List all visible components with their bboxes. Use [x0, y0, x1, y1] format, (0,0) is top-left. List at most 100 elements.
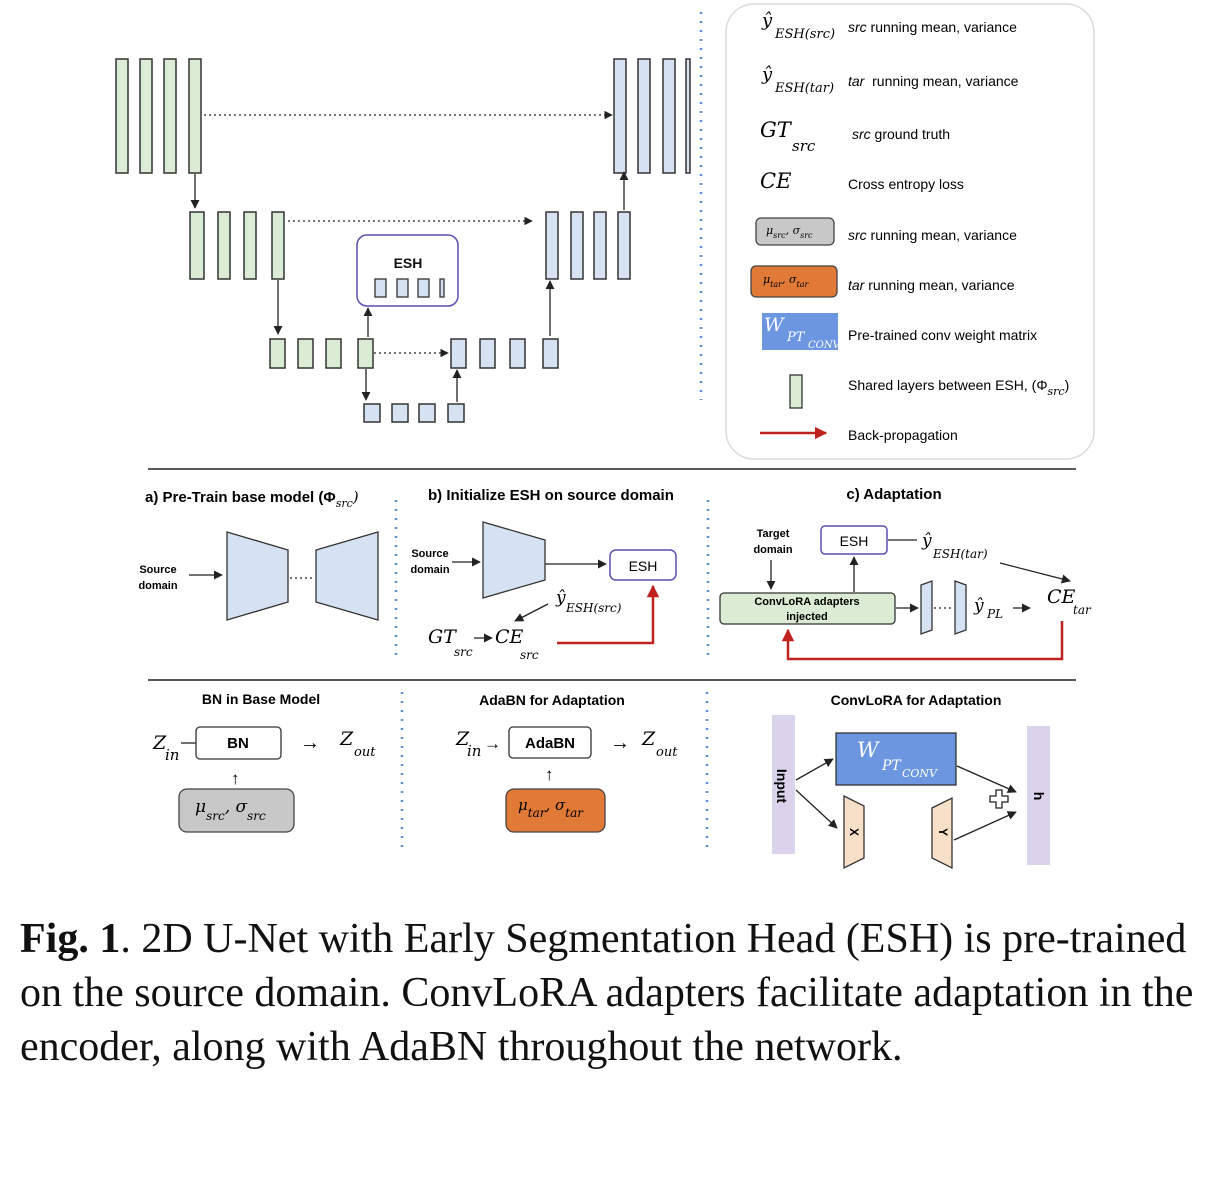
- svg-text:↑: ↑: [545, 765, 554, 784]
- adabn-box: [508, 726, 592, 759]
- panel-a-source-label-2: domain: [138, 580, 177, 592]
- svg-text:ConvLoRA adapters: ConvLoRA adapters: [754, 596, 859, 608]
- svg-text:↑: ↑: [231, 769, 240, 788]
- svg-text:tar running mean, variance: tar running mean, variance: [848, 73, 1019, 89]
- svg-text:→: →: [610, 732, 630, 754]
- legend: ŷ ESH(src) src running mean, variance ŷ …: [725, 3, 1095, 460]
- legend-row-shared-layers: Shared layers between ESH, (Φsrc): [789, 374, 1069, 409]
- svg-text:ESH(src): ESH(src): [774, 27, 835, 42]
- shared-layer-swatch: [789, 374, 803, 409]
- svg-text:CE: CE: [1047, 586, 1076, 608]
- svg-text:h: h: [1031, 792, 1047, 801]
- panel-b: b) Initialize ESH on source domain Sourc…: [410, 487, 677, 662]
- svg-text:Cross entropy loss: Cross entropy loss: [848, 176, 964, 192]
- svg-text:PL: PL: [986, 607, 1003, 621]
- svg-text:Back-propagation: Back-propagation: [848, 427, 958, 443]
- legend-row-gt-src: GT src src ground truth: [760, 118, 950, 155]
- tar-stats-swatch: [750, 265, 838, 298]
- encoder-level-1: [115, 58, 202, 174]
- svg-text:in: in: [165, 746, 179, 764]
- svg-text:ŷ: ŷ: [921, 531, 932, 551]
- svg-text:CE: CE: [760, 169, 791, 193]
- input-bar: [772, 715, 795, 854]
- svg-text:Z: Z: [339, 728, 354, 750]
- encoder-trapezoid: [226, 531, 289, 621]
- output-h-bar: [1027, 726, 1050, 865]
- decoder-level-1: [613, 58, 691, 174]
- svg-text:Source: Source: [411, 548, 448, 560]
- convlora-adapter-box: [719, 592, 896, 625]
- bn-box: [195, 726, 282, 760]
- plus-icon: [989, 789, 1009, 809]
- svg-text:CE: CE: [495, 626, 524, 648]
- svg-text:ŷ: ŷ: [973, 596, 984, 616]
- figure-caption: Fig. 1. 2D U-Net with Early Segmentation…: [20, 912, 1195, 1074]
- svg-text:injected: injected: [786, 611, 828, 623]
- panel-c-title: c) Adaptation: [846, 486, 941, 503]
- caption-text: . 2D U-Net with Early Segmentation Head …: [20, 916, 1194, 1070]
- esh-box-c: [820, 525, 888, 555]
- esh-box-b: [609, 549, 677, 581]
- svg-text:AdaBN for Adaptation: AdaBN for Adaptation: [479, 692, 625, 708]
- legend-row-backprop: Back-propagation: [760, 426, 958, 443]
- svg-text:Z: Z: [455, 728, 470, 750]
- svg-text:a) Pre-Train base model (Φsrc): a) Pre-Train base model (Φsrc): [145, 488, 359, 510]
- decoder-level-2: [545, 211, 631, 280]
- wpt-swatch: [762, 313, 838, 350]
- svg-text:Z: Z: [641, 728, 656, 750]
- src-stats-swatch: [755, 217, 835, 246]
- svg-text:ESH(tar): ESH(tar): [932, 547, 988, 561]
- svg-text:ESH: ESH: [840, 533, 869, 549]
- backprop-path-b: [557, 584, 660, 645]
- legend-row-wpt: W PT CONV Pre-trained conv weight matrix: [762, 313, 1037, 351]
- svg-text:BN in Base Model: BN in Base Model: [202, 691, 320, 707]
- svg-text:W: W: [857, 738, 881, 762]
- legend-row-src-stats: μsrc, σsrc src running mean, variance: [755, 217, 1017, 246]
- svg-text:Shared layers between ESH, (Φs: Shared layers between ESH, (Φsrc): [848, 377, 1069, 398]
- esh-layers: [374, 278, 445, 298]
- caption-fig-label: Fig. 1: [20, 916, 121, 962]
- svg-text:W: W: [764, 314, 785, 336]
- adabn-tar-stats: [505, 788, 606, 833]
- svg-text:src: src: [454, 645, 473, 659]
- svg-text:Z: Z: [152, 732, 167, 754]
- esh-label: ESH: [394, 255, 423, 271]
- legend-row-ce: CE Cross entropy loss: [760, 169, 964, 193]
- bn-panel: BN in Base Model Z in BN → Z out ↑ μsrc,…: [152, 691, 376, 833]
- svg-text:domain: domain: [410, 564, 449, 576]
- svg-text:AdaBN: AdaBN: [525, 735, 575, 752]
- bn-src-stats: [178, 788, 295, 833]
- svg-text:Y: Y: [936, 828, 950, 836]
- svg-text:Pre-trained conv weight matrix: Pre-trained conv weight matrix: [848, 327, 1037, 343]
- panel-a-title: a) Pre-Train base model (Φ: [145, 489, 336, 506]
- svg-text:tar: tar: [1073, 603, 1092, 617]
- svg-text:GT: GT: [428, 626, 457, 648]
- svg-text:out: out: [656, 745, 678, 760]
- svg-text:ŷ: ŷ: [761, 10, 773, 31]
- svg-text:X: X: [847, 828, 861, 836]
- svg-text:Target: Target: [757, 528, 790, 540]
- svg-text:ConvLoRA for Adaptation: ConvLoRA for Adaptation: [831, 692, 1002, 708]
- svg-text:ŷ: ŷ: [761, 64, 773, 85]
- encoder-trapezoid-b: [482, 521, 546, 599]
- panel-c: c) Adaptation Target domain ESH ŷ ESH(ta…: [719, 486, 1092, 661]
- svg-text:CONV: CONV: [808, 340, 842, 351]
- decoder-c-2: [954, 580, 967, 635]
- svg-text:BN: BN: [227, 735, 249, 752]
- svg-text:src running mean, variance: src running mean, variance: [848, 19, 1017, 35]
- encoder-level-3: [269, 338, 374, 369]
- svg-text:src ground truth: src ground truth: [852, 126, 950, 142]
- panel-a-source-label-1: Source: [139, 564, 176, 576]
- backprop-path-c: [781, 621, 1064, 661]
- adabn-panel: AdaBN for Adaptation Z in → AdaBN → Z ou…: [455, 692, 678, 833]
- svg-text:PT: PT: [786, 330, 806, 345]
- svg-text:Input: Input: [774, 769, 790, 804]
- convlora-panel: ConvLoRA for Adaptation Input W PT CONV …: [772, 692, 1050, 870]
- bottleneck: [363, 403, 465, 423]
- figure-diagram: ESH ŷ ESH(src) src running mean, varianc…: [115, 3, 1095, 870]
- svg-text:→: →: [300, 732, 320, 754]
- svg-text:src: src: [792, 137, 816, 155]
- svg-text:GT: GT: [760, 118, 793, 142]
- svg-text:ESH: ESH: [629, 558, 658, 574]
- svg-text:domain: domain: [753, 544, 792, 556]
